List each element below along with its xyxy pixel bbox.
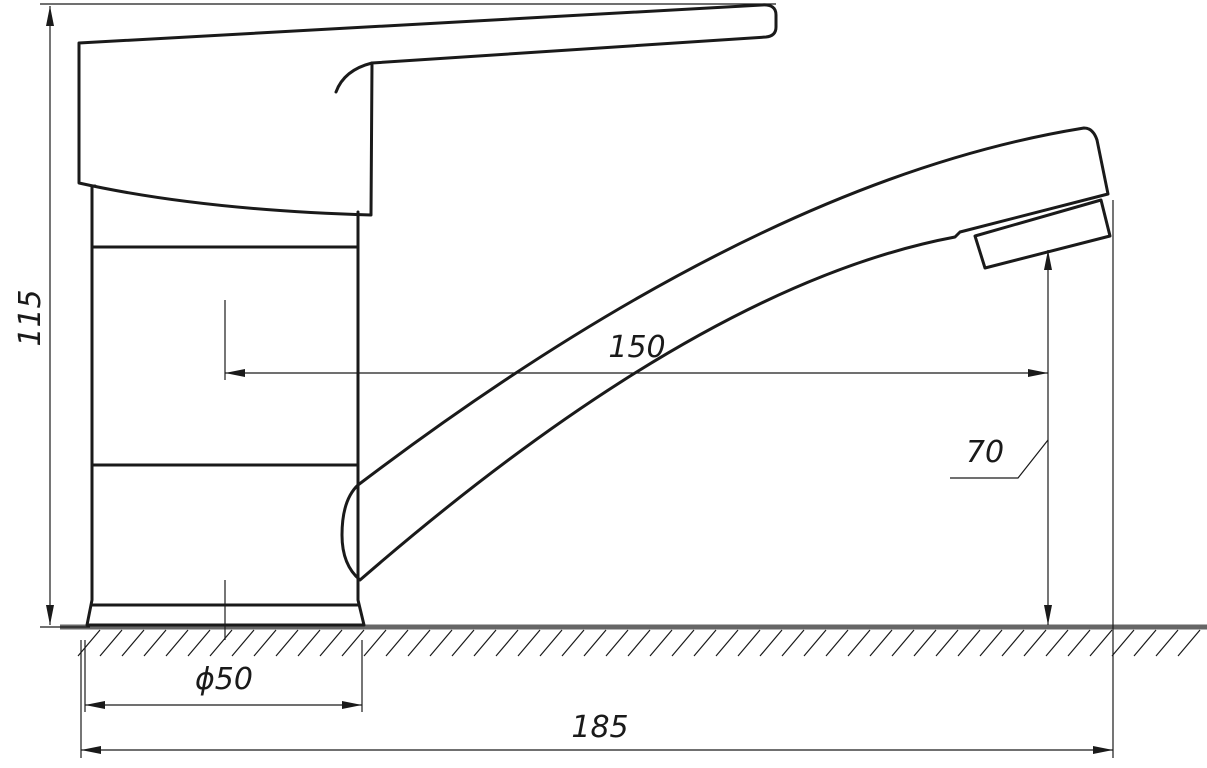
hatch-stroke [957,629,981,657]
hatch-stroke [1001,629,1025,657]
hatch-stroke [1111,629,1135,657]
hatch-stroke [847,629,871,657]
spout-outline [340,126,1110,582]
hatch-stroke [1023,629,1047,657]
hatch-stroke [803,629,827,657]
hatch-stroke [1177,629,1201,657]
lever-handle [77,3,778,217]
lever-handle-curve [334,61,374,94]
spout [340,126,1112,582]
dimension-labels: 115 150 70 ϕ50 185 [13,289,1004,745]
hatch-stroke [1155,629,1179,657]
hatch-stroke [341,629,365,657]
hatch-stroke [869,629,893,657]
hatch-stroke [363,629,387,657]
faucet-body [85,184,366,627]
hatch-stroke [891,629,915,657]
dim-reach-label: 150 [608,330,665,365]
faucet-body-outline [85,184,366,627]
hatch-stroke [165,629,189,657]
hatch-stroke [209,629,233,657]
hatch-stroke [825,629,849,657]
hatch-stroke [605,629,629,657]
hatch-stroke [1089,629,1113,657]
hatch-stroke [429,629,453,657]
hatch-stroke [517,629,541,657]
hatch-stroke [935,629,959,657]
hatch-stroke [451,629,475,657]
hatch-stroke [539,629,563,657]
hatch-stroke [627,629,651,657]
hatch-stroke [1045,629,1069,657]
ground-surface [60,624,1207,657]
hatch-stroke [121,629,145,657]
hatch-stroke [781,629,805,657]
hatch-stroke [319,629,343,657]
hatch-stroke [759,629,783,657]
hatch-stroke [187,629,211,657]
hatch-stroke [671,629,695,657]
hatch-stroke [649,629,673,657]
hatch-stroke [1067,629,1091,657]
hatch-stroke [979,629,1003,657]
hatch-stroke [1133,629,1157,657]
hatch-stroke [913,629,937,657]
hatch-stroke [77,629,101,657]
dim-total-height-label: 115 [13,289,48,346]
ground-hatching [77,629,1201,657]
dim-total-length-label: 185 [571,710,628,745]
hatch-stroke [715,629,739,657]
dim-base-diameter-label: ϕ50 [195,662,253,697]
hatch-stroke [561,629,585,657]
hatch-stroke [737,629,761,657]
aerator [973,198,1112,270]
dim-spout-height-leader [950,439,1049,479]
hatch-stroke [253,629,277,657]
hatch-stroke [495,629,519,657]
hatch-stroke [275,629,299,657]
construction-lines [40,3,1114,758]
hatch-stroke [693,629,717,657]
hatch-stroke [143,629,167,657]
hatch-stroke [473,629,497,657]
dimension-lines [46,6,1113,754]
hatch-stroke [99,629,123,657]
hatch-stroke [231,629,255,657]
hatch-stroke [583,629,607,657]
lever-handle-outline [77,3,778,217]
hatch-stroke [407,629,431,657]
hatch-stroke [297,629,321,657]
hatch-stroke [385,629,409,657]
dim-spout-height-label: 70 [966,435,1004,470]
